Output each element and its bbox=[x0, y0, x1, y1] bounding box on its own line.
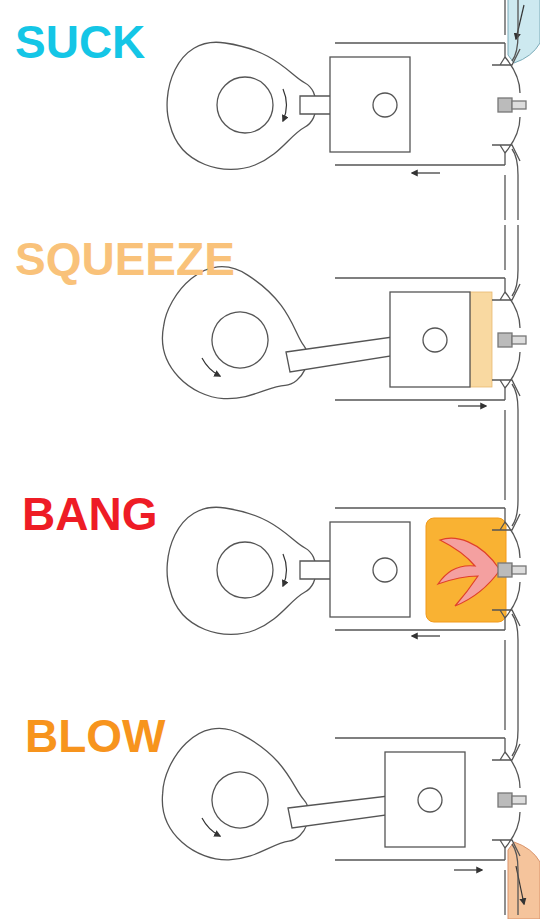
intake-charge bbox=[508, 0, 540, 63]
crank-web bbox=[167, 507, 316, 634]
rotation-arrow bbox=[283, 89, 286, 121]
piston bbox=[385, 752, 465, 847]
piston bbox=[330, 522, 410, 617]
intake-panel bbox=[167, 0, 540, 220]
flow-arrow bbox=[516, 866, 524, 904]
exhaust-gas bbox=[508, 842, 540, 919]
motion-arrow bbox=[412, 635, 440, 636]
wrist-pin bbox=[373, 558, 397, 582]
motion-arrow bbox=[412, 172, 440, 173]
crank-journal bbox=[203, 303, 277, 377]
crank-journal bbox=[217, 77, 273, 133]
motion-arrow bbox=[458, 405, 486, 406]
crank-web bbox=[145, 714, 329, 885]
cylinder-head bbox=[335, 225, 526, 455]
exhaust-panel bbox=[145, 685, 540, 919]
crankshaft bbox=[167, 507, 316, 634]
burning-charge bbox=[426, 518, 506, 622]
piston bbox=[330, 57, 410, 152]
piston bbox=[390, 292, 470, 387]
motion-arrow bbox=[454, 869, 482, 870]
compressed-charge bbox=[470, 292, 492, 387]
power-panel bbox=[167, 455, 526, 685]
stroke-label: BLOW bbox=[25, 713, 166, 759]
stroke-label: SQUEEZE bbox=[15, 236, 235, 282]
rotation-arrow bbox=[283, 554, 286, 586]
stroke-label: BANG bbox=[22, 491, 157, 537]
rotation-arrow bbox=[202, 818, 220, 836]
wrist-pin bbox=[423, 328, 447, 352]
flame bbox=[438, 538, 500, 606]
crankshaft bbox=[167, 42, 316, 169]
crank-journal bbox=[204, 764, 276, 836]
rotation-arrow bbox=[202, 358, 220, 376]
crank-journal bbox=[217, 542, 273, 598]
stroke-label: SUCK bbox=[15, 19, 145, 65]
wrist-pin bbox=[418, 788, 442, 812]
wrist-pin bbox=[373, 93, 397, 117]
crank-web bbox=[167, 42, 316, 169]
crankshaft bbox=[145, 714, 329, 885]
flow-arrow bbox=[516, 5, 524, 39]
